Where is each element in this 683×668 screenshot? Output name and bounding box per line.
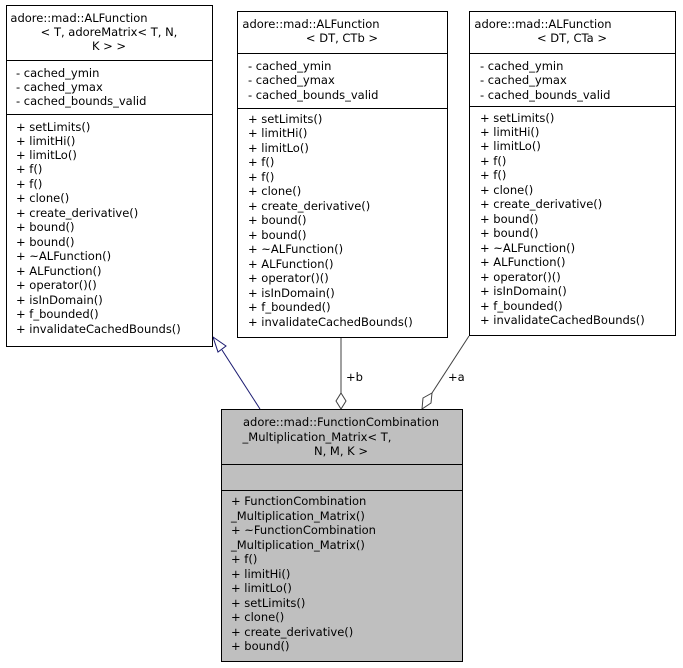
method-item: + operator()() xyxy=(480,270,561,284)
method-item: + limitHi() xyxy=(231,567,290,581)
method-item: + setLimits() xyxy=(248,112,322,126)
class-box-alfunction-ctb[interactable]: adore::mad::ALFunction < DT, CTb > - cac… xyxy=(237,11,448,338)
method-item: + create_derivative() xyxy=(231,625,353,639)
edges: +b +a xyxy=(212,335,470,410)
attribute-item: - cached_bounds_valid xyxy=(248,88,378,102)
method-item: + limitHi() xyxy=(248,126,307,140)
attribute-list: - cached_ymin - cached_ymax - cached_bou… xyxy=(480,59,610,102)
class-name-line: adore::mad::ALFunction xyxy=(242,17,379,31)
method-item: + clone() xyxy=(16,191,69,205)
class-name: adore::mad::ALFunction < DT, CTa > xyxy=(474,17,611,45)
class-name-line: N, M, K > xyxy=(314,444,368,458)
method-item: + limitLo() xyxy=(231,581,292,595)
method-item: + bound() xyxy=(231,639,289,653)
method-item: _Multiplication_Matrix() xyxy=(230,538,365,552)
attribute-item: - cached_ymax xyxy=(248,73,335,87)
method-item: + ~ALFunction() xyxy=(16,249,111,263)
method-item: + f_bounded() xyxy=(480,299,563,313)
method-item: + limitLo() xyxy=(16,148,77,162)
method-item: + bound() xyxy=(480,226,538,240)
method-item: + f_bounded() xyxy=(16,307,99,321)
method-item: + limitHi() xyxy=(16,134,75,148)
method-item: + limitLo() xyxy=(480,139,541,153)
class-name: adore::mad::ALFunction < DT, CTb > xyxy=(242,17,379,45)
method-item: + f() xyxy=(248,155,274,169)
method-list: + setLimits() + limitHi() + limitLo() + … xyxy=(480,111,645,327)
method-item: + setLimits() xyxy=(480,111,554,125)
method-item: + invalidateCachedBounds() xyxy=(248,315,413,329)
attribute-item: - cached_bounds_valid xyxy=(16,94,146,108)
method-item: + clone() xyxy=(231,610,284,624)
method-item: + operator()() xyxy=(248,271,329,285)
method-item: + bound() xyxy=(248,228,306,242)
method-item: + operator()() xyxy=(16,278,97,292)
method-list: + setLimits() + limitHi() + limitLo() + … xyxy=(16,120,181,336)
class-name-line: _Multiplication_Matrix< T, xyxy=(242,430,392,444)
method-item: + f_bounded() xyxy=(248,300,331,314)
method-item: + clone() xyxy=(248,184,301,198)
class-name-line: adore::mad::FunctionCombination xyxy=(243,415,439,429)
aggregation-diamond-a xyxy=(421,392,433,410)
inheritance-arrowhead xyxy=(212,335,227,353)
method-item: + f() xyxy=(480,168,506,182)
attribute-list: - cached_ymin - cached_ymax - cached_bou… xyxy=(248,59,378,102)
method-item: + invalidateCachedBounds() xyxy=(16,322,181,336)
attribute-item: - cached_ymin xyxy=(248,59,331,73)
method-list: + FunctionCombination _Multiplication_Ma… xyxy=(230,494,376,653)
attribute-item: - cached_ymin xyxy=(16,66,99,80)
method-item: + f() xyxy=(248,170,274,184)
method-item: + ~ALFunction() xyxy=(480,241,575,255)
class-box-alfunction-adorematrix[interactable]: adore::mad::ALFunction < T, adoreMatrix<… xyxy=(6,5,213,347)
class-name: adore::mad::ALFunction < T, adoreMatrix<… xyxy=(10,11,177,53)
method-item: + f() xyxy=(480,154,506,168)
method-item: + ALFunction() xyxy=(16,264,101,278)
method-item: + create_derivative() xyxy=(16,206,138,220)
class-name-line: adore::mad::ALFunction xyxy=(474,17,611,31)
method-item: + isInDomain() xyxy=(248,286,335,300)
aggregation-edge-a xyxy=(431,335,470,394)
method-item: + bound() xyxy=(480,212,538,226)
method-item: + clone() xyxy=(480,183,533,197)
class-name-line: adore::mad::ALFunction xyxy=(10,11,147,25)
method-item: + setLimits() xyxy=(16,120,90,134)
method-item: + f() xyxy=(231,552,257,566)
class-box-alfunction-cta[interactable]: adore::mad::ALFunction < DT, CTa > - cac… xyxy=(469,11,676,336)
method-item: + create_derivative() xyxy=(248,199,370,213)
method-item: + create_derivative() xyxy=(480,197,602,211)
method-item: + isInDomain() xyxy=(480,284,567,298)
method-item: + bound() xyxy=(16,235,74,249)
attribute-item: - cached_ymax xyxy=(16,80,103,94)
attribute-item: - cached_ymax xyxy=(480,73,567,87)
inheritance-edge xyxy=(221,349,261,410)
aggregation-diamond-b xyxy=(335,392,347,410)
class-box-functioncombination-multiplication-matrix[interactable]: adore::mad::FunctionCombination _Multipl… xyxy=(221,409,463,662)
class-name-line: < DT, CTa > xyxy=(537,31,607,45)
edge-label-a: +a xyxy=(448,370,465,384)
class-name-line: K > > xyxy=(92,39,126,53)
method-list: + setLimits() + limitHi() + limitLo() + … xyxy=(248,112,413,329)
method-item: _Multiplication_Matrix() xyxy=(230,509,365,523)
method-item: + FunctionCombination xyxy=(231,494,366,508)
method-item: + f() xyxy=(16,177,42,191)
class-name-line: < DT, CTb > xyxy=(306,31,378,45)
method-item: + limitHi() xyxy=(480,125,539,139)
class-name: adore::mad::FunctionCombination _Multipl… xyxy=(242,415,439,458)
method-item: + bound() xyxy=(248,213,306,227)
method-item: + ~FunctionCombination xyxy=(231,523,376,537)
method-item: + ALFunction() xyxy=(248,257,333,271)
class-name-line: < T, adoreMatrix< T, N, xyxy=(41,25,178,39)
method-item: + ~ALFunction() xyxy=(248,242,343,256)
attribute-list: - cached_ymin - cached_ymax - cached_bou… xyxy=(16,66,146,108)
method-item: + invalidateCachedBounds() xyxy=(480,313,645,327)
attribute-item: - cached_bounds_valid xyxy=(480,88,610,102)
method-item: + limitLo() xyxy=(248,141,309,155)
edge-label-b: +b xyxy=(346,370,363,384)
method-item: + f() xyxy=(16,162,42,176)
method-item: + isInDomain() xyxy=(16,293,103,307)
method-item: + setLimits() xyxy=(231,596,305,610)
method-item: + bound() xyxy=(16,220,74,234)
method-item: + ALFunction() xyxy=(480,255,565,269)
attribute-item: - cached_ymin xyxy=(480,59,563,73)
